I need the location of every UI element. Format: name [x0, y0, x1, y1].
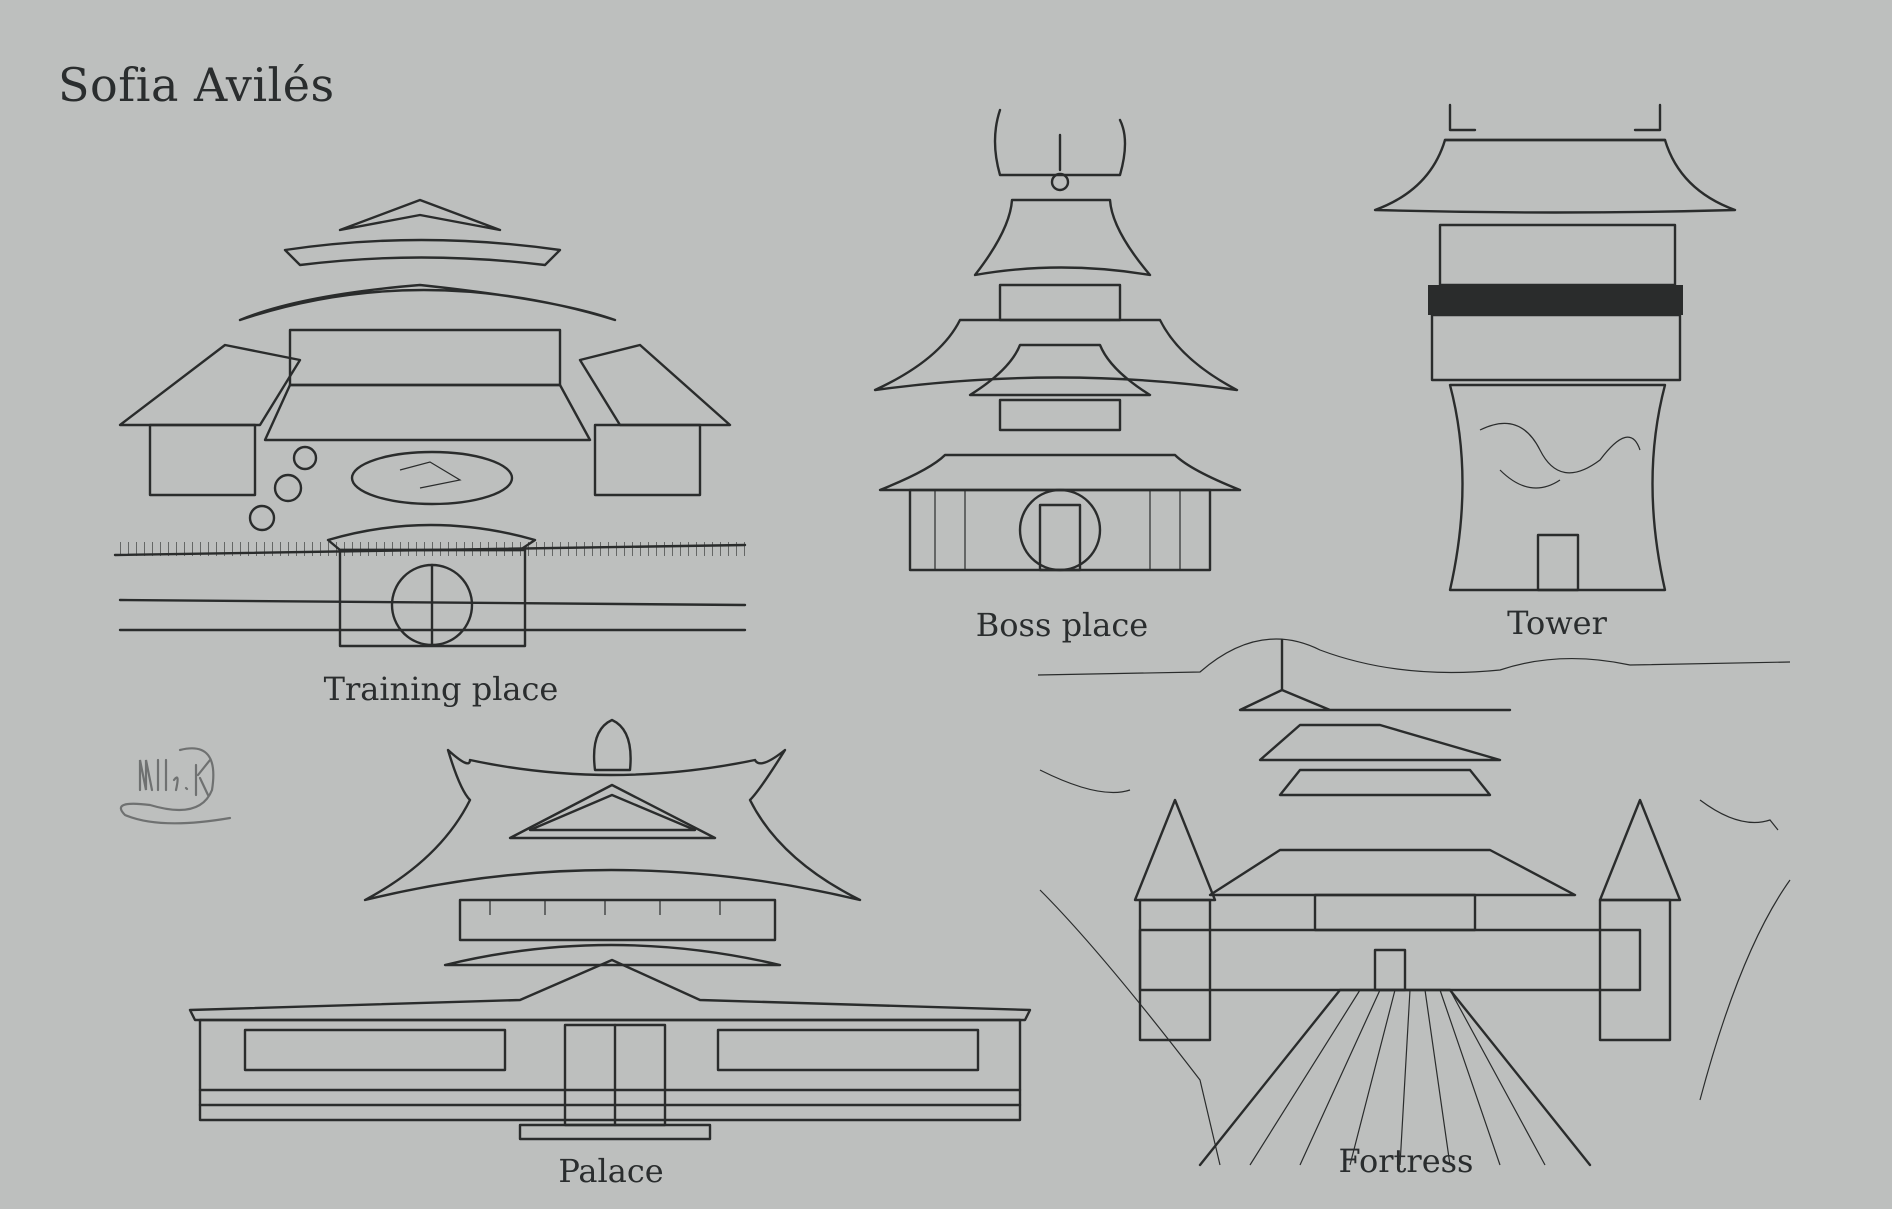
label-fortress: Fortress [1338, 1142, 1474, 1180]
label-training-place: Training place [323, 670, 559, 708]
sketch-fortress [1037, 638, 1791, 1167]
sketch-boss-place [873, 108, 1242, 572]
label-palace: Palace [558, 1152, 664, 1190]
artist-name: Sofia Avilés [58, 58, 335, 112]
artist-signature [119, 747, 232, 825]
sketch-tower [1373, 103, 1737, 592]
sketch-palace [188, 718, 1032, 1141]
label-tower: Tower [1507, 604, 1607, 642]
label-boss-place: Boss place [975, 606, 1149, 644]
sketch-training-place [113, 198, 747, 648]
